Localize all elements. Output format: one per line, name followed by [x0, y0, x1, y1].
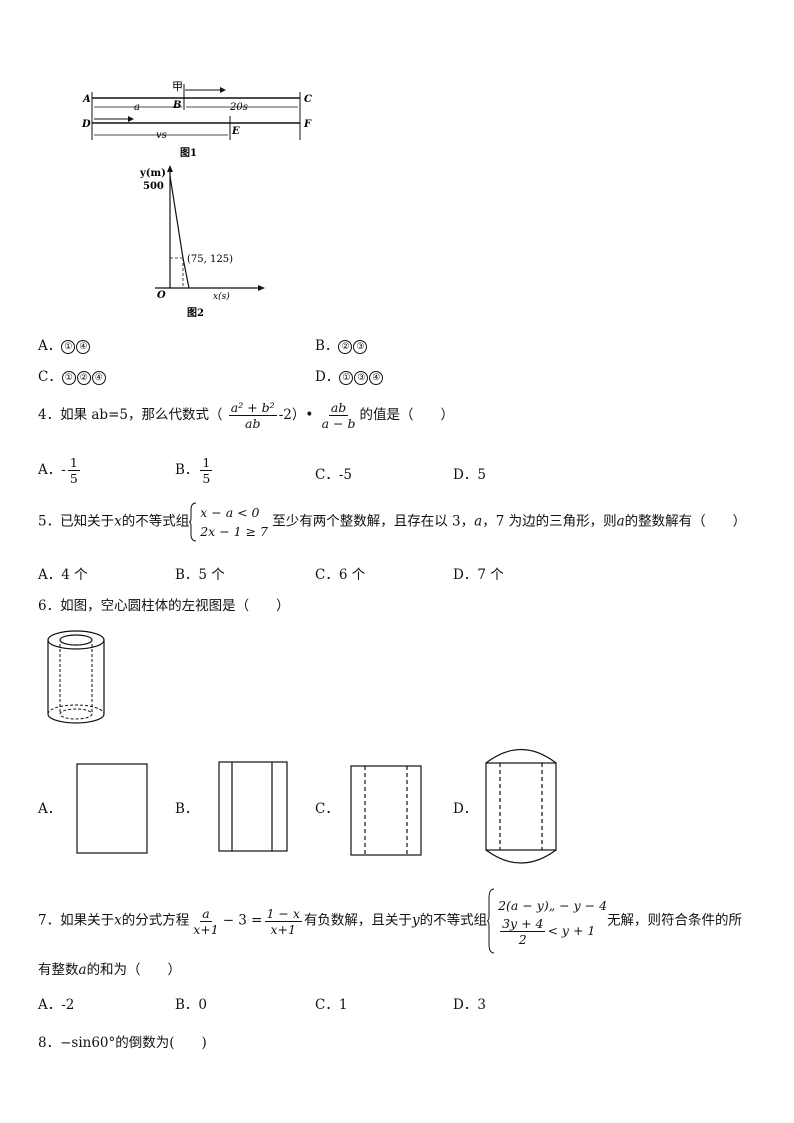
point-a: A — [82, 94, 91, 105]
hollow-cylinder-figure — [47, 630, 105, 724]
point-label: (75, 125) — [187, 254, 233, 265]
origin-label: O — [157, 290, 166, 301]
segment-a: a — [134, 102, 140, 113]
point-d: D — [81, 119, 91, 130]
q6-option-a-figure[interactable] — [76, 763, 148, 855]
figure-1-caption: 图1 — [180, 147, 197, 159]
q6-option-c-label[interactable]: C． — [315, 801, 339, 817]
segment-vs: vs — [156, 130, 167, 141]
question-8: 8．−sin60°的倒数为( ) — [38, 1035, 207, 1051]
q7-option-c[interactable]: C．1 — [315, 997, 348, 1013]
question-7-line-2: 有整数a的和为（ ） — [38, 962, 182, 978]
q5-option-b[interactable]: B．5 个 — [175, 567, 225, 583]
q6-option-b-figure[interactable] — [218, 761, 288, 853]
q7-option-b[interactable]: B．0 — [175, 997, 208, 1013]
y-value-500: 500 — [143, 181, 164, 192]
q6-option-c-figure[interactable] — [350, 765, 422, 857]
point-c: C — [304, 94, 312, 105]
q4-option-c[interactable]: C．-5 — [315, 467, 352, 483]
q7-option-a[interactable]: A．-2 — [38, 997, 75, 1013]
q5-option-a[interactable]: A．4 个 — [38, 567, 88, 583]
y-axis-label: y(m) — [139, 168, 166, 179]
figure-2: y(m) 500 (75, 125) O x(s) 图2 — [139, 165, 265, 319]
figure-1: 甲 A B C 乙 D E F a 20s vs 图1 — [81, 80, 312, 159]
q6-option-a-label[interactable]: A． — [38, 801, 62, 817]
q5-option-c[interactable]: C．6 个 — [315, 567, 366, 583]
q4-option-d[interactable]: D．5 — [453, 467, 486, 483]
question-6: 6．如图，空心圆柱体的左视图是（ ） — [38, 598, 290, 614]
q6-option-d-figure[interactable] — [485, 748, 557, 866]
point-f: F — [303, 119, 312, 130]
figure-2-caption: 图2 — [187, 307, 204, 319]
point-b: B — [172, 100, 181, 111]
q6-option-b-label[interactable]: B． — [175, 801, 199, 817]
segment-20s: 20s — [229, 102, 248, 113]
brace-icon — [487, 888, 495, 954]
point-e: E — [231, 126, 240, 137]
q7-option-d[interactable]: D．3 — [453, 997, 486, 1013]
q5-option-d[interactable]: D．7 个 — [453, 567, 504, 583]
x-axis-label: x(s) — [213, 291, 230, 302]
q6-option-d-label[interactable]: D． — [453, 801, 478, 817]
label-jia: 甲 — [172, 80, 183, 93]
brace-icon — [189, 502, 197, 542]
